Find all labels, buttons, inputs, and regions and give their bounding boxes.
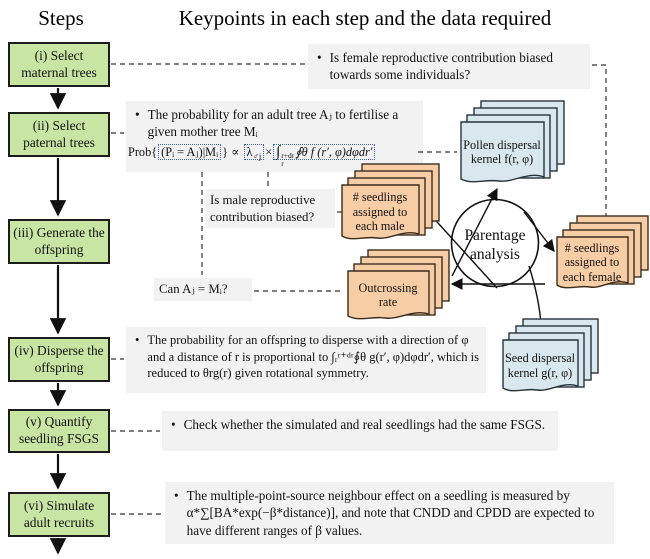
step-label: (iv) Disperse the offspring [14, 342, 104, 375]
step-label: (vi) Simulate adult recruits [23, 497, 95, 530]
step-label: (v) Quantify seedling FSGS [19, 414, 99, 446]
parentage-analysis-label: Parentage analysis [464, 227, 526, 264]
male-seedlings-stack: # seedlings assigned to each male [341, 163, 440, 243]
step-box-select-paternal: (ii) Select paternal trees [8, 112, 110, 157]
keypoints-header: Keypoints in each step and the data requ… [178, 6, 552, 30]
keypoint-text: The multiple-point-source neighbour effe… [186, 488, 595, 538]
keypoint-paternal-probability: • The probability for an adult tree Aⱼ t… [126, 101, 423, 172]
male-symbol-subscript: ♂j [252, 150, 262, 161]
keypoint-female-bias: • Is female reproductive contribution bi… [308, 44, 590, 89]
document-stack-icon [460, 100, 565, 183]
stack-label: # seedlings assigned to each male [352, 190, 408, 234]
step-box-generate-offspring: (iii) Generate the offspring [8, 219, 110, 264]
lambda-symbol: λ [246, 144, 253, 159]
integral-body: ∮θ f (r′, φ)dφdr′ [295, 144, 373, 159]
keypoint-neighbour-effect: • The multiple-point-source neighbour ef… [165, 482, 614, 545]
keypoint-fsgs-check: • Check whether the simulated and real s… [162, 411, 558, 451]
keypoint-text: The probability for an offspring to disp… [147, 333, 480, 380]
stack-label: Pollen dispersal kernel f(r, φ) [463, 137, 541, 166]
formula-term-paternity: (Pᵢ = Aⱼ)|Mᵢ [158, 143, 222, 160]
question-selfing: Can Aⱼ = Mᵢ? [154, 278, 252, 301]
bullet-icon: • [171, 417, 176, 432]
formula-prefix: Prob{ [128, 144, 158, 159]
step-label: (iii) Generate the offspring [13, 224, 105, 257]
stack-label: # seedlings assigned to each female [562, 240, 622, 284]
step-label: (ii) Select paternal trees [23, 117, 95, 150]
outcrossing-rate-stack: Outcrossing rate [347, 249, 450, 323]
steps-header: Steps [38, 6, 84, 30]
integral-sign: ∫ [276, 143, 281, 160]
bullet-icon: • [317, 50, 322, 65]
keypoint-text: Is female reproductive contribution bias… [329, 50, 554, 83]
question-text: Can Aⱼ = Mᵢ? [159, 282, 228, 296]
formula-term-lambda: λ♂j [243, 143, 265, 161]
document-stack-icon [341, 163, 440, 240]
female-seedlings-stack: # seedlings assigned to each female [556, 215, 649, 292]
integral-lower: r [281, 158, 284, 168]
step-box-simulate-recruits: (vi) Simulate adult recruits [8, 492, 110, 537]
formula-times: × [265, 144, 273, 159]
stack-label: Seed dispersal kernel g(r, φ) [504, 351, 576, 380]
question-male-bias: Is male reproductive contribution biased… [205, 189, 335, 229]
seed-kernel-stack: Seed dispersal kernel g(r, φ) [502, 318, 599, 395]
bullet-icon: • [135, 107, 140, 122]
step-box-quantify-fsgs: (v) Quantify seedling FSGS [8, 409, 110, 453]
keypoint-dispersal: • The probability for an offspring to di… [126, 327, 486, 393]
keypoint-text: Check whether the simulated and real see… [183, 417, 546, 432]
step-box-select-maternal: (i) Select maternal trees [8, 42, 110, 87]
step-label: (i) Select maternal trees [21, 47, 97, 80]
document-stack-icon [556, 215, 649, 289]
formula-proportional: } ∝ [222, 144, 240, 159]
bullet-icon: • [135, 333, 140, 347]
integral-upper: r+dr [281, 150, 295, 160]
keypoint-text: The probability for an adult tree Aⱼ to … [147, 107, 399, 140]
dash-keypoint1-female-stack [592, 64, 607, 227]
pollen-kernel-stack: Pollen dispersal kernel f(r, φ) [460, 100, 565, 186]
step-box-disperse-offspring: (iv) Disperse the offspring [8, 337, 110, 382]
stack-label: Outcrossing rate [358, 280, 418, 309]
question-text: Is male reproductive contribution biased… [210, 193, 316, 224]
bullet-icon: • [174, 488, 179, 503]
